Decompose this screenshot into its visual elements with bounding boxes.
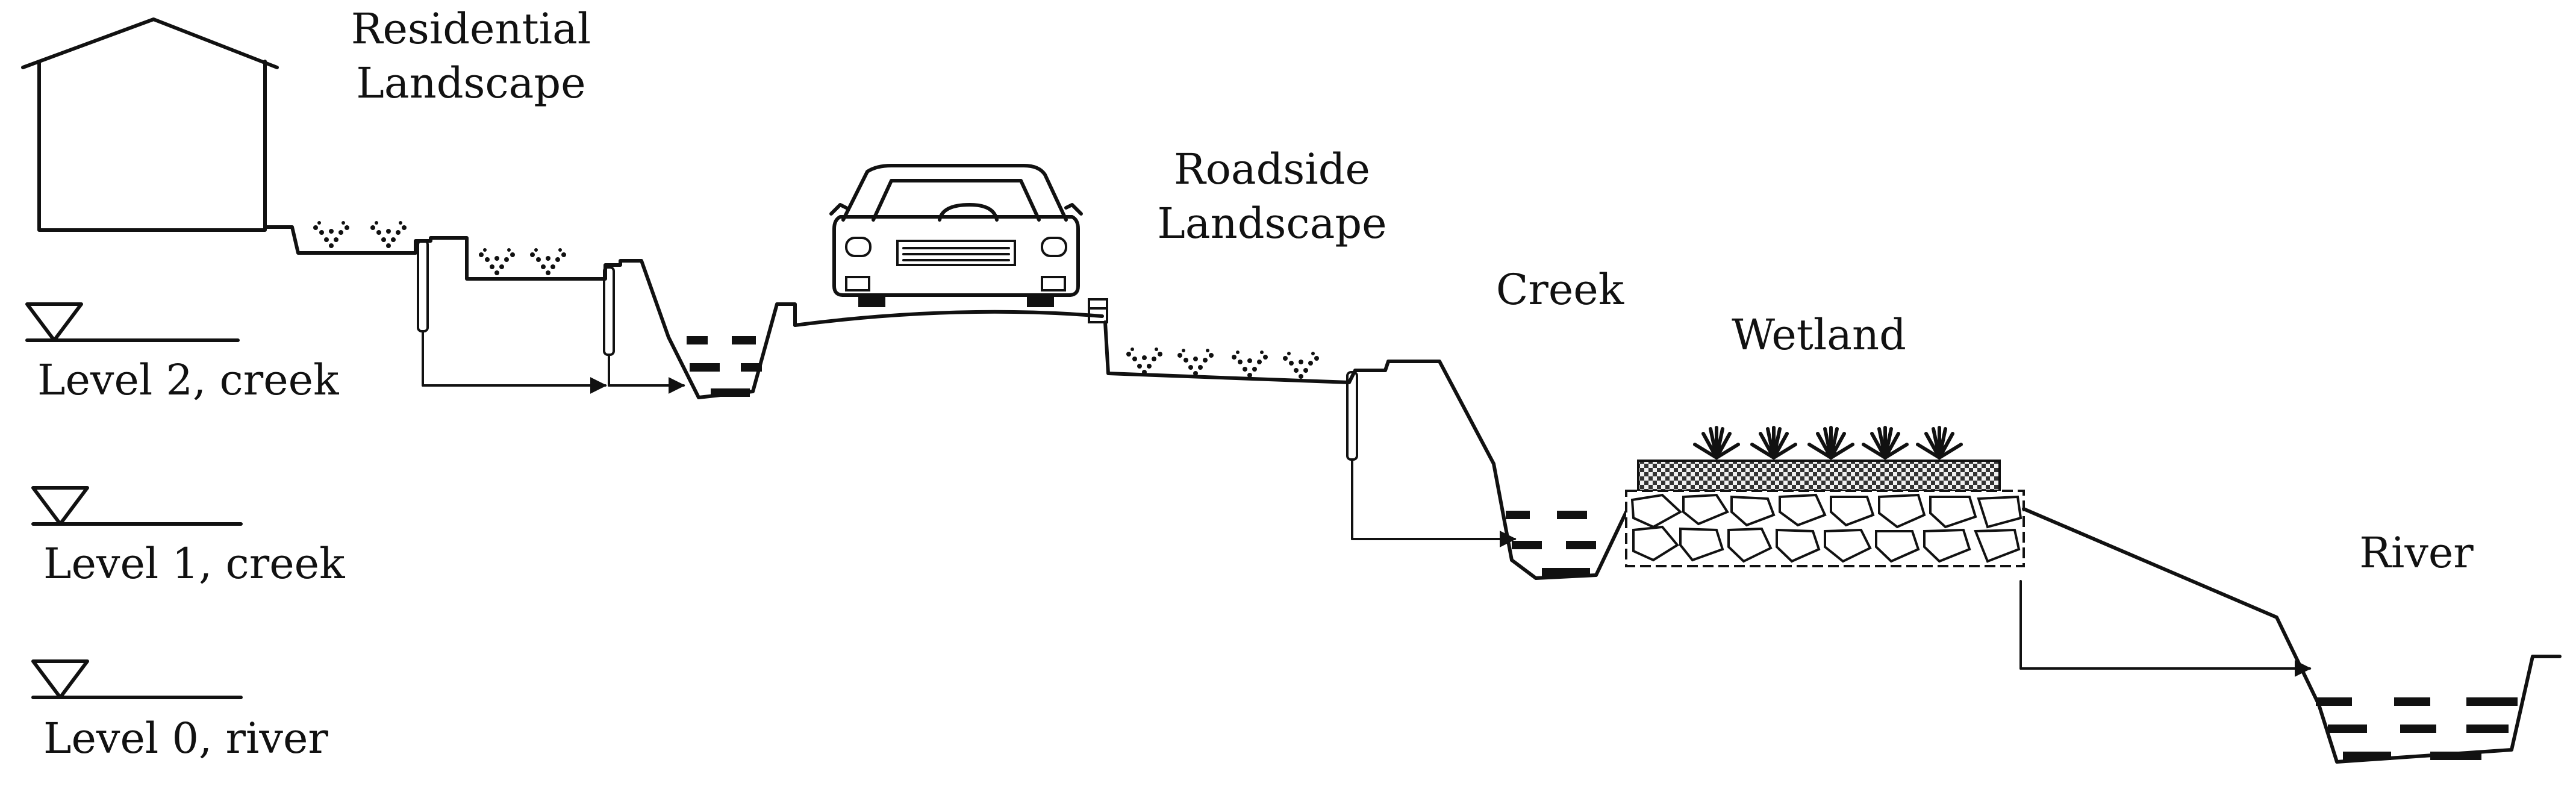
roadside-label-line-2: Landscape: [1157, 199, 1386, 248]
shrub-icon: [1283, 352, 1319, 379]
reed-icon: [1695, 428, 1738, 458]
roadside-label-line-1: Roadside: [1174, 145, 1370, 194]
reed-icon: [1752, 428, 1795, 458]
gravel-stones: [1630, 493, 2022, 563]
shrub-icon: [530, 248, 566, 275]
level-marker-2: Level 2, creek: [25, 302, 339, 405]
reed-icon: [1809, 428, 1853, 458]
shrub-icon: [1126, 347, 1162, 375]
curb-icon: [1088, 298, 1108, 323]
ditch-water: [667, 302, 797, 399]
reed-icon: [1918, 428, 1961, 458]
residential-label-line-2: Landscape: [356, 58, 585, 108]
road-profile: [793, 298, 1108, 327]
creek-label: Creek: [1496, 265, 1624, 314]
residential-label-line-1: Residential: [351, 4, 591, 54]
level-0-label: Level 0, river: [43, 714, 328, 763]
wetland-label: Wetland: [1732, 310, 1906, 360]
level-1-label: Level 1, creek: [43, 539, 345, 588]
level-2-label: Level 2, creek: [37, 355, 339, 405]
residential-landscape-profile: [263, 221, 685, 394]
shrub-icon: [370, 221, 407, 248]
level-marker-1: Level 1, creek: [31, 486, 345, 588]
creek-water: [1506, 510, 1628, 580]
wetland-bed: [1625, 428, 2025, 567]
level-marker-0: Level 0, river: [31, 659, 328, 763]
shrub-icon: [1232, 351, 1268, 378]
underdrain-pipe-1: [417, 240, 429, 332]
river-bank-profile: [2019, 507, 2562, 764]
shrub-icon: [313, 221, 349, 248]
shrub-icon: [479, 248, 515, 275]
house-icon: [21, 17, 279, 232]
river-label: River: [2359, 528, 2474, 578]
shrub-icon: [1177, 349, 1214, 376]
river-water: [2316, 697, 2518, 760]
underdrain-pipe-3: [1346, 371, 1358, 461]
reed-icon: [1863, 428, 1907, 458]
car-icon: [829, 164, 1083, 307]
roadside-landscape-profile: [1103, 320, 1517, 562]
